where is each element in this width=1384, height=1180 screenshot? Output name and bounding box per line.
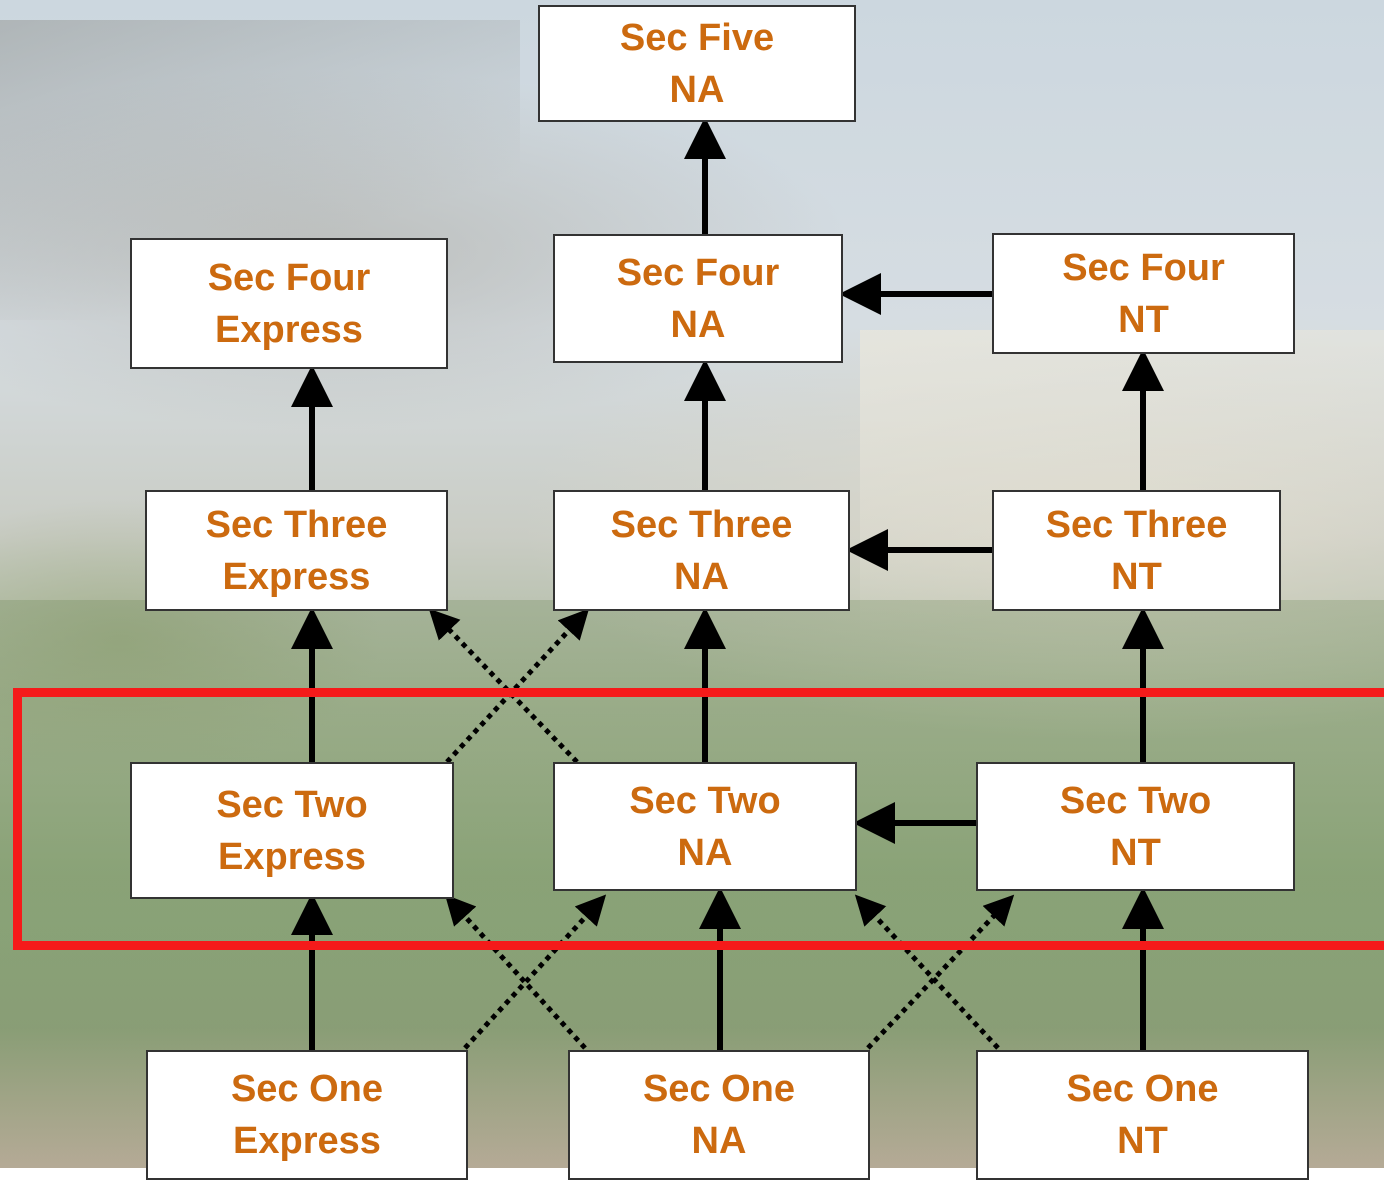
arrow-sec1na-to-sec2nt-dotted [866,894,1015,1050]
node-line2: NT [1110,831,1161,874]
node-sec-four-nt: Sec Four NT [992,233,1295,354]
node-line1: Sec One [230,1068,384,1110]
node-line2: Express [233,1120,381,1162]
node-line1: Sec Three [610,503,793,546]
node-sec-four-na: Sec Four NA [553,234,843,363]
node-sec-two-nt: Sec Two NT [976,762,1295,891]
node-line1: Sec Two [629,779,781,822]
node-sec-three-nt: Sec Three NT [992,490,1281,611]
node-line2: NA [670,303,726,346]
node-line1: Sec Two [1059,779,1212,822]
node-line2: NA [669,68,725,111]
node-sec-one-express: Sec One Express [146,1050,468,1180]
node-line1: Sec One [1066,1068,1219,1110]
node-line1: Sec Three [205,503,388,546]
node-line2: NA [674,555,729,598]
node-sec-three-express: Sec Three Express [145,490,448,611]
node-line1: Sec Four [1062,246,1225,289]
arrow-sec1na-to-sec2ex-dotted [444,894,587,1050]
node-line2: NA [677,831,733,874]
node-sec-one-nt: Sec One NT [976,1050,1309,1180]
node-sec-one-na: Sec One NA [568,1050,870,1180]
node-line2: NT [1117,1120,1168,1162]
node-sec-three-na: Sec Three NA [553,490,850,611]
node-line2: NA [691,1120,747,1162]
node-line1: Sec Four [207,256,371,299]
node-sec-five-na: Sec Five NA [538,5,856,122]
node-line1: Sec Two [216,783,368,826]
node-line1: Sec Five [619,16,775,59]
arrow-sec1ex-to-sec2na-dotted [463,894,607,1050]
node-line2: NT [1111,555,1162,598]
node-sec-two-express: Sec Two Express [130,762,454,899]
node-line2: Express [218,835,366,878]
node-line1: Sec Four [616,251,780,294]
node-line1: Sec Three [1045,503,1228,546]
node-line2: NT [1118,298,1169,341]
node-line2: Express [222,555,371,598]
sec-two-highlight-frame [13,688,1384,950]
node-line1: Sec One [642,1068,796,1110]
node-line2: Express [215,308,363,351]
arrow-sec1nt-to-sec2na-dotted [854,894,1000,1050]
node-sec-four-express: Sec Four Express [130,238,448,369]
node-sec-two-na: Sec Two NA [553,762,857,891]
